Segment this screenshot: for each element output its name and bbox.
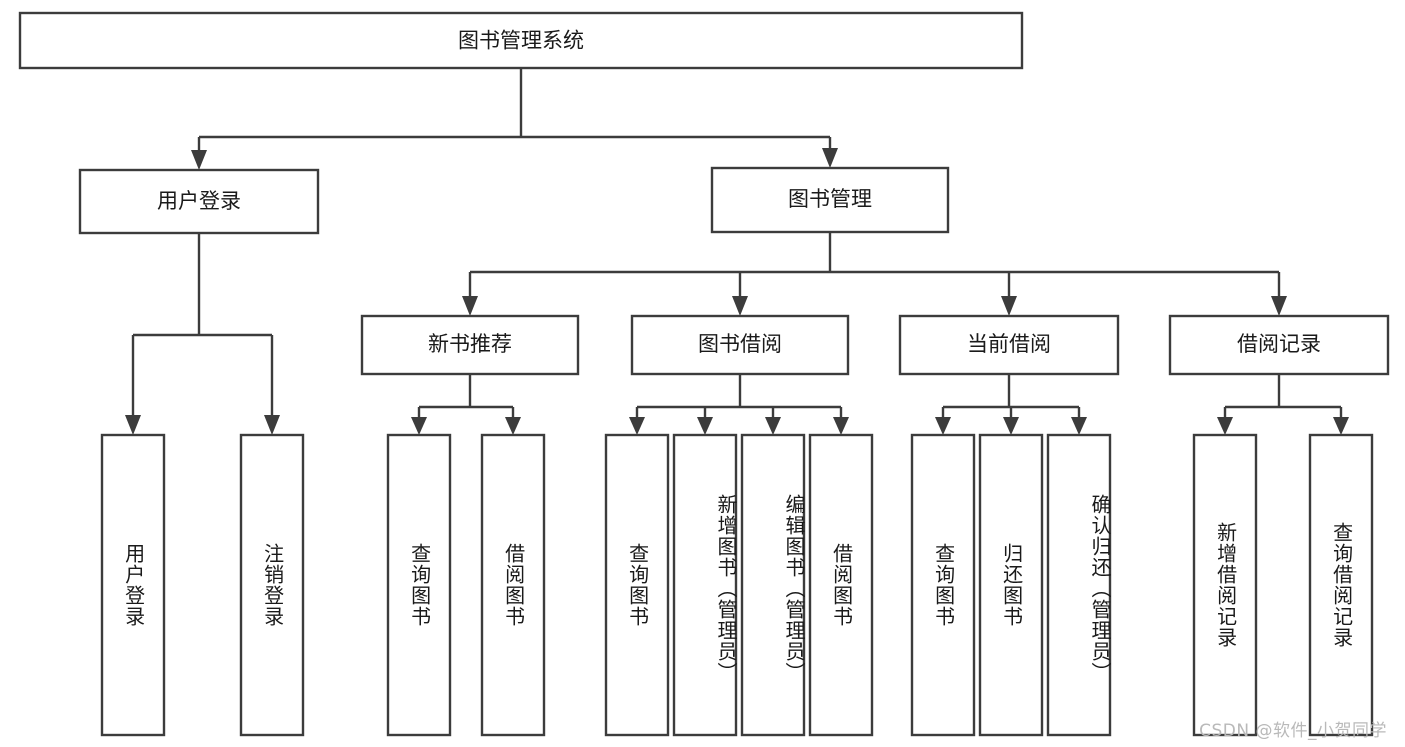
node-borrow-record[interactable]: 借阅记录 (1168, 314, 1390, 376)
leaf-box-query-book-rec[interactable] (386, 433, 452, 737)
node-user-login-box[interactable] (78, 168, 320, 235)
arrow-head-leaf-add-book (697, 417, 713, 435)
node-book-manage-box[interactable] (710, 166, 950, 234)
csdn-watermark: CSDN @软件_小贺同学 (1199, 721, 1387, 741)
connector-group-new-book-rec (411, 374, 521, 435)
connector-group-borrow-record (1217, 374, 1349, 435)
node-current-borrow[interactable]: 当前借阅 (898, 314, 1120, 376)
node-user-login-label: 用户登录 (157, 189, 241, 213)
node-book-borrow-box[interactable] (630, 314, 850, 376)
arrow-head-leaf-edit-book (765, 417, 781, 435)
arrow-head-leaf-query-record (1333, 417, 1349, 435)
arrow-head-leaf-confirm-return (1071, 417, 1087, 435)
node-new-book-rec[interactable]: 新书推荐 (360, 314, 580, 376)
leaf-box-query-record[interactable] (1308, 433, 1374, 737)
leaf-box-edit-book[interactable] (740, 433, 806, 737)
connector-group-current-borrow (935, 374, 1087, 435)
connector-group-user-login (125, 233, 280, 435)
arrow-head-leaf-query-book-borrow (629, 417, 645, 435)
leaf-box-user-login[interactable] (100, 433, 166, 737)
arrow-head-leaf-borrow-book-rec (505, 417, 521, 435)
connector-group-book-borrow (629, 374, 849, 435)
node-borrow-record-label: 借阅记录 (1237, 332, 1321, 356)
connector-group-book-manage (462, 232, 1287, 316)
arrow-head-user-login (191, 150, 207, 170)
node-borrow-record-box[interactable] (1168, 314, 1390, 376)
arrow-head-leaf-user-login (125, 415, 141, 435)
node-current-borrow-label: 当前借阅 (967, 332, 1051, 356)
node-book-borrow[interactable]: 图书借阅 (630, 314, 850, 376)
leaf-box-confirm-return[interactable] (1046, 433, 1112, 737)
leaf-box-borrow-book-rec[interactable] (480, 433, 546, 737)
node-root-box[interactable] (18, 11, 1024, 70)
arrow-head-leaf-add-record (1217, 417, 1233, 435)
arrow-head-leaf-query-book-cur (935, 417, 951, 435)
arrow-head-leaf-return-book (1003, 417, 1019, 435)
node-user-login[interactable]: 用户登录 (78, 168, 320, 235)
node-root-label: 图书管理系统 (458, 29, 584, 53)
leaf-box-return-book[interactable] (978, 433, 1044, 737)
node-new-book-rec-label: 新书推荐 (428, 332, 512, 356)
node-book-borrow-label: 图书借阅 (698, 332, 782, 356)
leaf-box-query-book-borrow[interactable] (604, 433, 670, 737)
leaf-box-add-book[interactable] (672, 433, 738, 737)
arrow-head-book-borrow (732, 296, 748, 316)
arrow-head-book-manage (822, 148, 838, 168)
arrow-head-new-book-rec (462, 296, 478, 316)
leaf-box-borrow-book[interactable] (808, 433, 874, 737)
connector-group-root (191, 68, 838, 170)
arrow-head-current-borrow (1001, 296, 1017, 316)
node-root[interactable]: 图书管理系统 (18, 11, 1024, 70)
arrow-head-leaf-query-book-rec (411, 417, 427, 435)
node-book-manage-label: 图书管理 (788, 187, 872, 211)
leaf-boxes (100, 433, 1374, 737)
arrow-head-leaf-logout (264, 415, 280, 435)
node-new-book-rec-box[interactable] (360, 314, 580, 376)
leaf-box-logout[interactable] (239, 433, 305, 737)
arrow-head-leaf-borrow-book (833, 417, 849, 435)
arrow-head-borrow-record (1271, 296, 1287, 316)
leaf-box-query-book-cur[interactable] (910, 433, 976, 737)
node-current-borrow-box[interactable] (898, 314, 1120, 376)
leaf-box-add-record[interactable] (1192, 433, 1258, 737)
node-book-manage[interactable]: 图书管理 (710, 166, 950, 234)
